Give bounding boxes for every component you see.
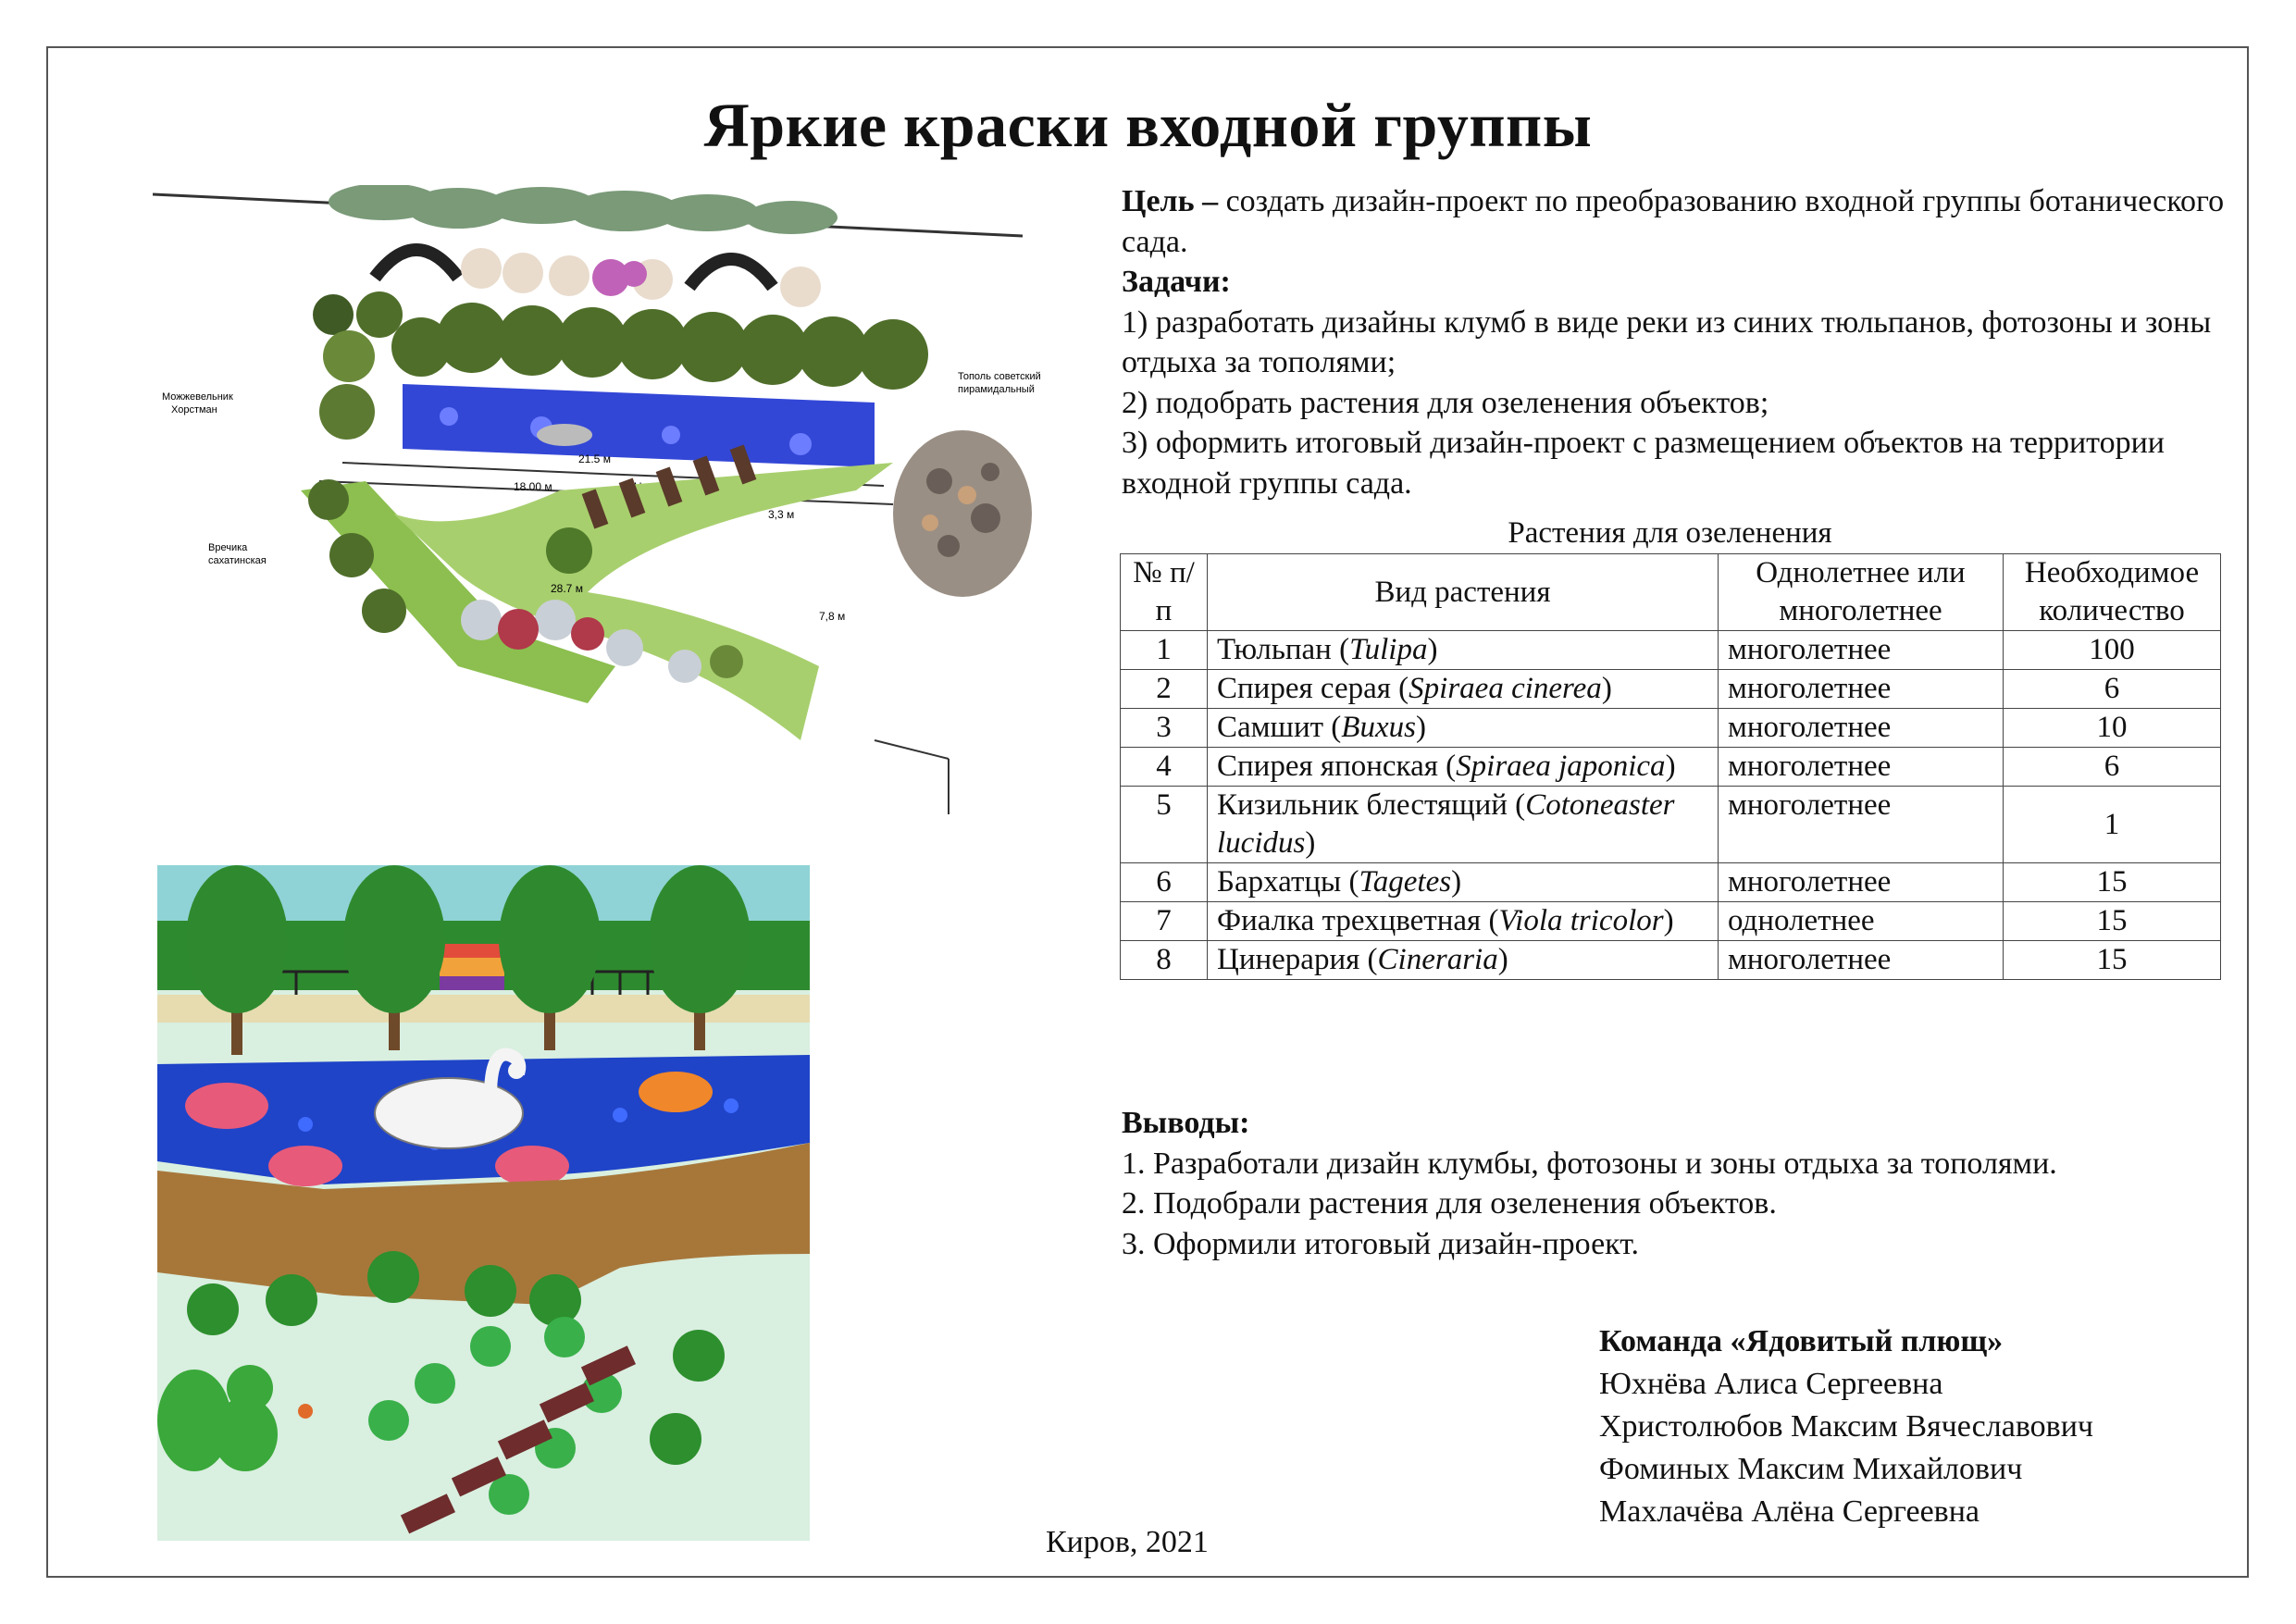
cell-quantity: 15: [2003, 940, 2221, 980]
cell-quantity: 6: [2003, 747, 2221, 787]
cell-number: 6: [1120, 862, 1208, 902]
cell-number: 8: [1120, 940, 1208, 980]
cell-lifecycle: многолетнее: [1718, 862, 2004, 902]
left-lawn-band: [301, 481, 615, 703]
header-number: № п/п: [1120, 553, 1208, 631]
table-row: 4 Спирея японская (Spiraea japonica) мно…: [1120, 747, 2221, 787]
table-row: 7 Фиалка трехцветная (Viola tricolor) од…: [1120, 901, 2221, 941]
team-member: Фоминых Максим Михайлович: [1599, 1452, 2023, 1486]
brown-path: [157, 1143, 810, 1305]
cell-species: Цинерария (Cineraria): [1207, 940, 1719, 980]
cell-quantity: 10: [2003, 708, 2221, 748]
svg-text:пирамидальный: пирамидальный: [958, 384, 1035, 395]
garden-plan-illustration: 21.5 м 18.00 м Центральная дорожка Можже…: [153, 185, 1041, 814]
cell-quantity: 100: [2003, 630, 2221, 670]
table-row: 3 Самшит (Buxus) многолетнее 10: [1120, 708, 2221, 748]
cell-species: Самшит (Buxus): [1207, 708, 1719, 748]
page-border: [46, 46, 2249, 1578]
goal-paragraph: Цель – создать дизайн-проект по преобраз…: [1122, 181, 2232, 262]
team-title: Команда «Ядовитый плющ»: [1599, 1324, 2004, 1358]
cell-lifecycle: многолетнее: [1718, 786, 2004, 863]
cell-lifecycle: многолетнее: [1718, 669, 2004, 709]
cell-quantity: 15: [2003, 901, 2221, 941]
header-quantity: Необходимое количество: [2003, 553, 2221, 631]
cell-lifecycle: однолетнее: [1718, 901, 2004, 941]
team-member: Юхнёва Алиса Сергеевна: [1599, 1367, 1943, 1401]
svg-text:18.00 м: 18.00 м: [514, 480, 552, 493]
svg-text:3,3 м: 3,3 м: [768, 508, 794, 521]
cell-species: Фиалка трехцветная (Viola tricolor): [1207, 901, 1719, 941]
cell-number: 4: [1120, 747, 1208, 787]
cell-number: 3: [1120, 708, 1208, 748]
goal-text: создать дизайн-проект по преобразованию …: [1122, 184, 2225, 259]
team-member: Христолюбов Максим Вячеславович: [1599, 1409, 2093, 1444]
table-row: 6 Бархатцы (Tagetes) многолетнее 15: [1120, 862, 2221, 902]
cell-number: 1: [1120, 630, 1208, 670]
goal-and-tasks: Цель – создать дизайн-проект по преобраз…: [1122, 181, 2232, 503]
cell-lifecycle: многолетнее: [1718, 747, 2004, 787]
svg-text:21.5 м: 21.5 м: [578, 452, 611, 465]
table-row: 2 Спирея серая (Spiraea cinerea) многоле…: [1120, 669, 2221, 709]
svg-text:Хорстман: Хорстман: [171, 404, 217, 415]
wooden-steps: [400, 1345, 637, 1534]
cell-quantity: 1: [2003, 786, 2221, 863]
table-row: 1 Тюльпан (Tulipa) многолетнее 100: [1120, 630, 2221, 670]
cell-species: Бархатцы (Tagetes): [1207, 862, 1719, 902]
svg-text:сахатинская: сахатинская: [208, 555, 267, 566]
table-row: 5 Кизильник блестящий (Cotoneaster lucid…: [1120, 786, 2221, 863]
cell-lifecycle: многолетнее: [1718, 708, 2004, 748]
table-caption: Растения для озеленения: [1508, 516, 1832, 550]
cell-lifecycle: многолетнее: [1718, 630, 2004, 670]
stone-mosaic-circle: [893, 430, 1032, 597]
cell-species: Кизильник блестящий (Cotoneaster lucidus…: [1207, 786, 1719, 863]
ivy-canopy: [329, 185, 838, 234]
plants-table: № п/п Вид растения Однолетнее или многол…: [1120, 553, 2221, 980]
svg-text:Вречика: Вречика: [208, 542, 248, 553]
goal-label: Цель –: [1122, 184, 1219, 218]
table-header-row: № п/п Вид растения Однолетнее или многол…: [1120, 553, 2221, 631]
conclusion-item: 2. Подобрали растения для озеленения объ…: [1122, 1186, 1777, 1221]
table-row: 8 Цинерария (Cineraria) многолетнее 15: [1120, 940, 2221, 980]
cell-number: 2: [1120, 669, 1208, 709]
conclusion-item: 3. Оформили итоговый дизайн-проект.: [1122, 1226, 1640, 1261]
task-item: 1) разработать дизайны клумб в виде реки…: [1122, 304, 2212, 380]
team-block: Команда «Ядовитый плющ» Юхнёва Алиса Сер…: [1599, 1320, 2228, 1533]
svg-text:Тополь советский: Тополь советский: [958, 371, 1041, 382]
poplar-trees: [186, 865, 751, 1055]
cell-number: 7: [1120, 901, 1208, 941]
svg-text:7,8 м: 7,8 м: [819, 610, 845, 623]
flower-clusters: [185, 1072, 713, 1186]
city-year-footer: Киров, 2021: [1046, 1525, 1209, 1559]
arches: [369, 243, 778, 291]
task-item: 3) оформить итоговый дизайн-проект с раз…: [1122, 426, 2165, 501]
header-lifecycle: Однолетнее или многолетнее: [1718, 553, 2004, 631]
tulip-river-bed: [403, 384, 875, 467]
cell-lifecycle: многолетнее: [1718, 940, 2004, 980]
cell-species: Тюльпан (Tulipa): [1207, 630, 1719, 670]
page-title: Яркие краски входной группы: [703, 90, 1593, 160]
cell-quantity: 15: [2003, 862, 2221, 902]
design-painting: [157, 865, 810, 1541]
swan: [374, 1048, 527, 1149]
svg-text:Можжевельник: Можжевельник: [162, 391, 233, 403]
svg-text:28.7 м: 28.7 м: [551, 582, 583, 595]
tasks-heading: Задачи:: [1122, 265, 1231, 299]
cell-quantity: 6: [2003, 669, 2221, 709]
team-member: Махлачёва Алёна Сергеевна: [1599, 1494, 1980, 1529]
conclusions-heading: Выводы:: [1122, 1106, 1250, 1140]
conclusion-item: 1. Разработали дизайн клумбы, фотозоны и…: [1122, 1146, 2057, 1181]
fern-plants: [187, 1251, 725, 1465]
squirrel: [157, 1365, 278, 1471]
cell-species: Спирея японская (Spiraea japonica): [1207, 747, 1719, 787]
conclusions: Выводы: 1. Разработали дизайн клумбы, фо…: [1122, 1103, 2232, 1264]
cell-number: 5: [1120, 786, 1208, 863]
cell-species: Спирея серая (Spiraea cinerea): [1207, 669, 1719, 709]
header-species: Вид растения: [1207, 553, 1719, 631]
stepping-stones: [581, 444, 757, 529]
hedge-row: [356, 291, 928, 390]
task-item: 2) подобрать растения для озеленения объ…: [1122, 385, 1769, 420]
